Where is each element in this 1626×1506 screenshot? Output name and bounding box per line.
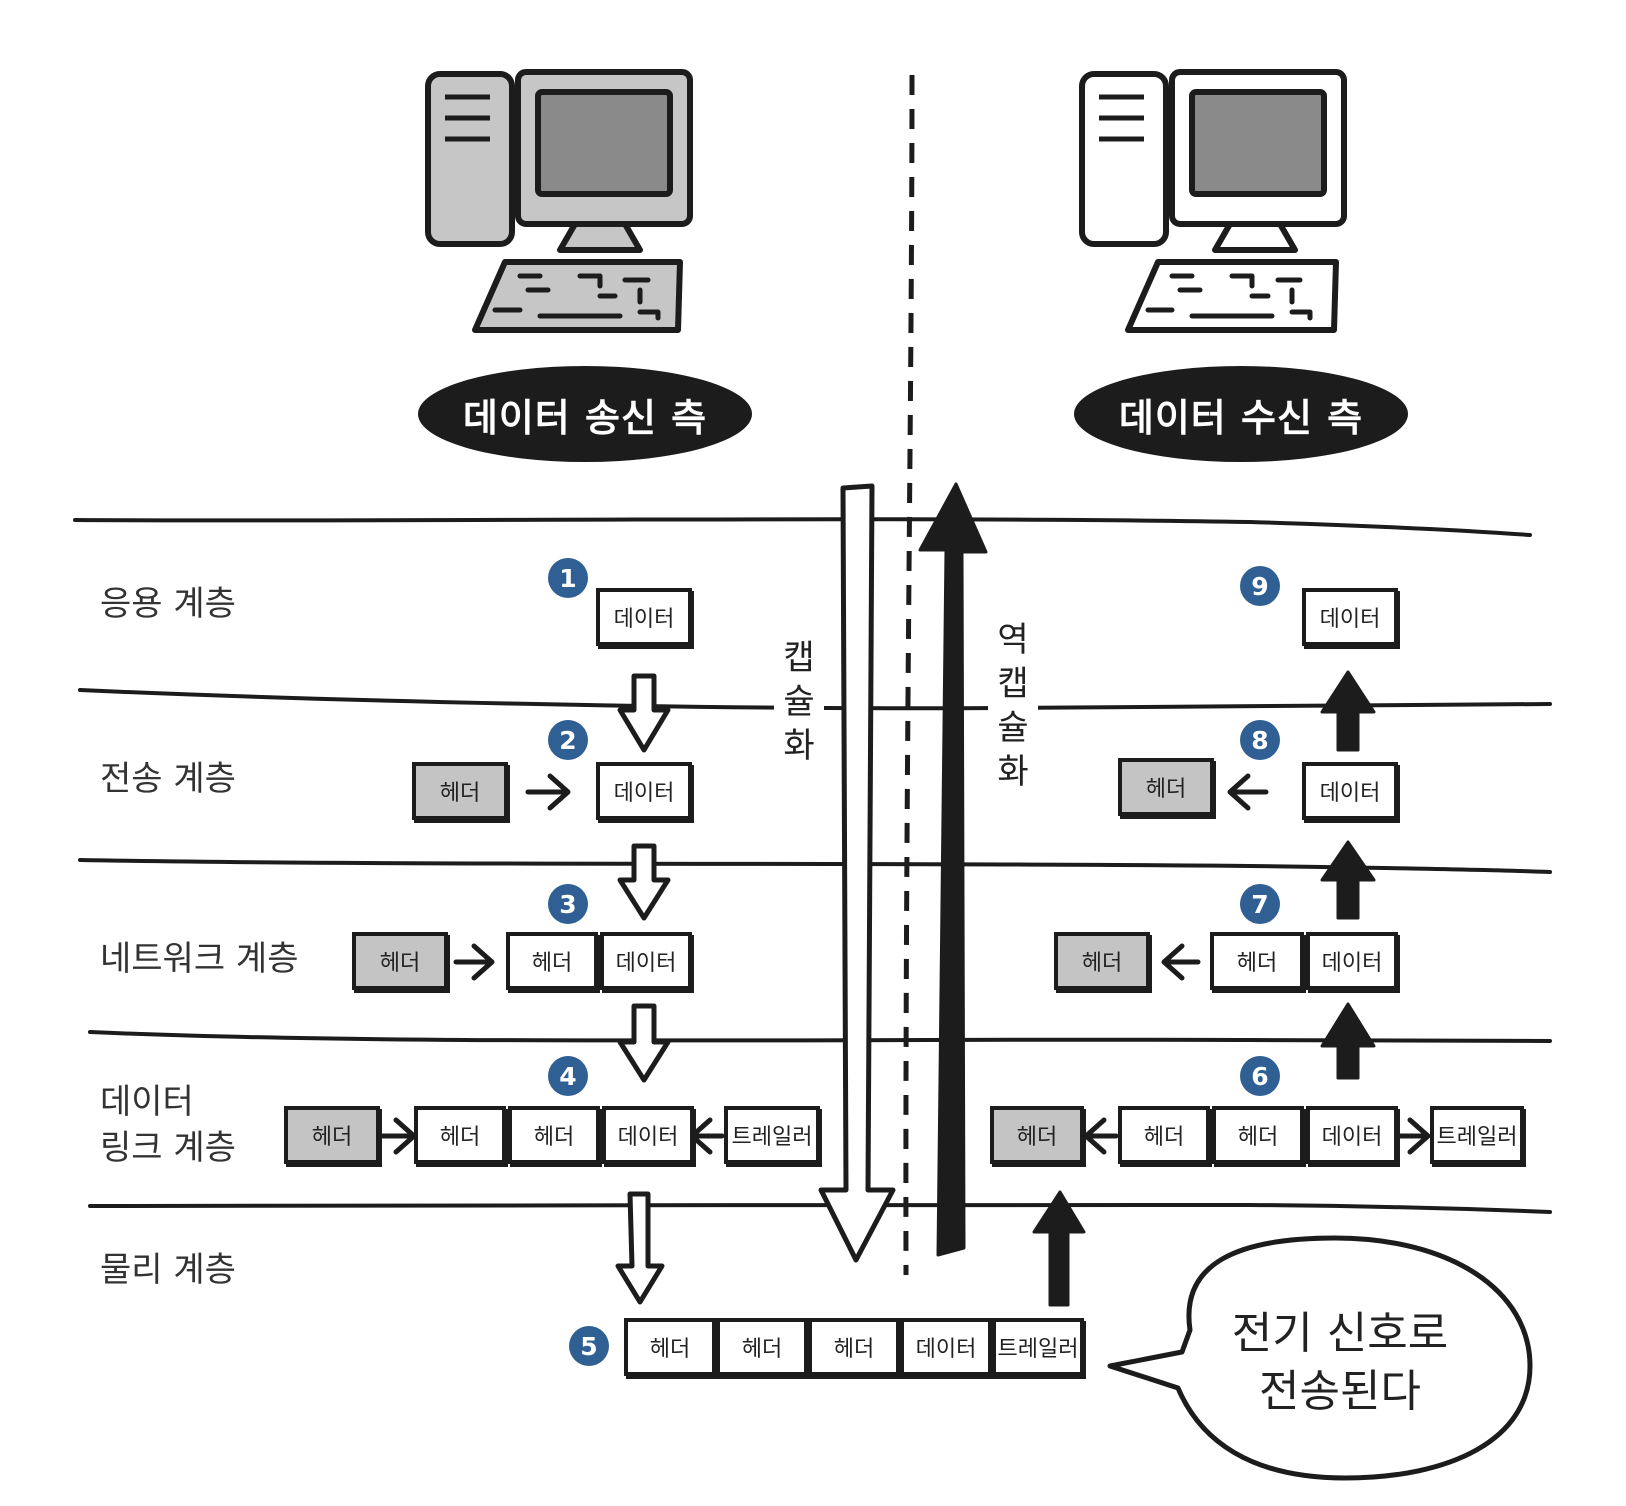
step-badge-2: 2 (548, 720, 588, 760)
down-arrow-1-2 (617, 673, 671, 753)
receiver-datalink-header-box: 헤더 (1212, 1106, 1304, 1164)
encapsulation-label: 캡 슐 화 (774, 636, 824, 768)
step-badge-5: 5 (569, 1326, 609, 1366)
step-badge-3: 3 (548, 884, 588, 924)
boundary-line-app-transport (78, 688, 1552, 711)
receiver-datalink-header-box: 헤더 (1118, 1106, 1210, 1164)
step-badge-6: 6 (1240, 1056, 1280, 1096)
frame-header-box: 헤더 (624, 1318, 716, 1376)
layer-boundaries (73, 517, 1552, 1214)
frame-trailer-box: 트레일러 (992, 1318, 1084, 1376)
attach-arrow-transport (525, 773, 571, 811)
sender-datalink-header-box: 헤더 (414, 1106, 506, 1164)
sender-network-header-box: 헤더 (506, 932, 598, 990)
decapsulation-arrow (918, 482, 988, 1257)
sender-datalink-new-header-box: 헤더 (284, 1106, 380, 1164)
center-divider-dashed (903, 74, 915, 1276)
up-arrow-7-8 (1320, 840, 1376, 920)
encapsulation-char: 화 (783, 726, 815, 766)
up-arrow-8-9 (1320, 670, 1376, 752)
layer-label-application: 응용 계층 (100, 584, 236, 624)
step-badge-9: 9 (1240, 566, 1280, 606)
receiver-up-arrows (1032, 670, 1376, 1307)
decapsulation-label: 역 캡 슐 화 (988, 618, 1038, 794)
detach-arrow-transport (1227, 773, 1269, 811)
decapsulation-char: 화 (997, 752, 1029, 792)
layer-label-network: 네트워크 계층 (100, 939, 299, 979)
boundary-line-network-datalink (88, 1030, 1552, 1043)
sender-label: 데이터 송신 측 (418, 366, 752, 462)
step-badge-1: 1 (548, 558, 588, 598)
receiver-label: 데이터 수신 측 (1074, 366, 1408, 462)
receiver-network-data-box: 데이터 (1306, 932, 1398, 990)
callout-line-2: 전송된다 (1259, 1366, 1421, 1417)
attach-arrows (377, 773, 1431, 1155)
step-badge-7: 7 (1240, 884, 1280, 924)
receiver-app-data-box: 데이터 (1302, 588, 1398, 646)
sender-computer-icon (425, 69, 693, 333)
encapsulation-char: 슐 (783, 682, 815, 722)
encapsulation-arrow (818, 483, 896, 1263)
sender-datalink-trailer-box: 트레일러 (724, 1106, 820, 1164)
down-arrow-2-3 (617, 843, 671, 921)
up-arrow-6-7 (1320, 1002, 1376, 1080)
attach-arrow-network (453, 943, 495, 981)
sender-network-data-box: 데이터 (600, 932, 692, 990)
sender-datalink-data-box: 데이터 (602, 1106, 694, 1164)
layer-label-datalink-line2: 링크 계층 (100, 1128, 236, 1168)
down-arrow-4-5 (615, 1191, 665, 1305)
receiver-transport-data-box: 데이터 (1302, 762, 1398, 820)
frame-header-box: 헤더 (716, 1318, 808, 1376)
attach-arrow-datalink-header (377, 1117, 417, 1155)
step-badge-8: 8 (1240, 720, 1280, 760)
callout-text: 전기 신호로 전송된다 (1205, 1305, 1475, 1421)
callout-line-1: 전기 신호로 (1231, 1308, 1449, 1359)
receiver-datalink-trailer-box: 트레일러 (1430, 1106, 1524, 1164)
detach-arrow-datalink-header (1083, 1117, 1119, 1155)
receiver-transport-removed-header-box: 헤더 (1118, 758, 1214, 816)
boundary-line-top (73, 517, 1532, 537)
receiver-datalink-removed-header-box: 헤더 (990, 1106, 1084, 1164)
receiver-datalink-data-box: 데이터 (1306, 1106, 1398, 1164)
receiver-network-removed-header-box: 헤더 (1054, 932, 1150, 990)
callout-bubble (1107, 1235, 1533, 1481)
boundary-line-datalink-physical (88, 1202, 1552, 1214)
up-arrow-5-6 (1032, 1190, 1086, 1307)
sender-down-arrows (615, 673, 671, 1305)
boundary-line-transport-network (78, 858, 1552, 874)
step-badge-4: 4 (548, 1056, 588, 1096)
detach-arrow-network (1161, 943, 1201, 981)
frame-data-box: 데이터 (900, 1318, 992, 1376)
decapsulation-char: 캡 (997, 664, 1029, 704)
frame-header-box: 헤더 (808, 1318, 900, 1376)
layer-label-datalink-line1: 데이터 (100, 1082, 194, 1122)
sender-datalink-header-box: 헤더 (508, 1106, 600, 1164)
sender-transport-data-box: 데이터 (596, 762, 692, 820)
attach-arrow-datalink-trailer (689, 1117, 725, 1155)
receiver-computer-icon (1079, 69, 1347, 333)
detach-arrow-datalink-trailer (1397, 1117, 1431, 1155)
sender-app-data-box: 데이터 (596, 588, 692, 646)
down-arrow-3-4 (617, 1003, 671, 1083)
layer-label-transport: 전송 계층 (100, 759, 236, 799)
receiver-network-header-box: 헤더 (1210, 932, 1304, 990)
sender-network-new-header-box: 헤더 (352, 932, 448, 990)
decapsulation-char: 슐 (997, 708, 1029, 748)
layer-label-physical: 물리 계층 (100, 1250, 236, 1290)
encapsulation-char: 캡 (783, 638, 815, 678)
decapsulation-char: 역 (997, 620, 1029, 660)
sender-transport-header-box: 헤더 (412, 762, 508, 820)
